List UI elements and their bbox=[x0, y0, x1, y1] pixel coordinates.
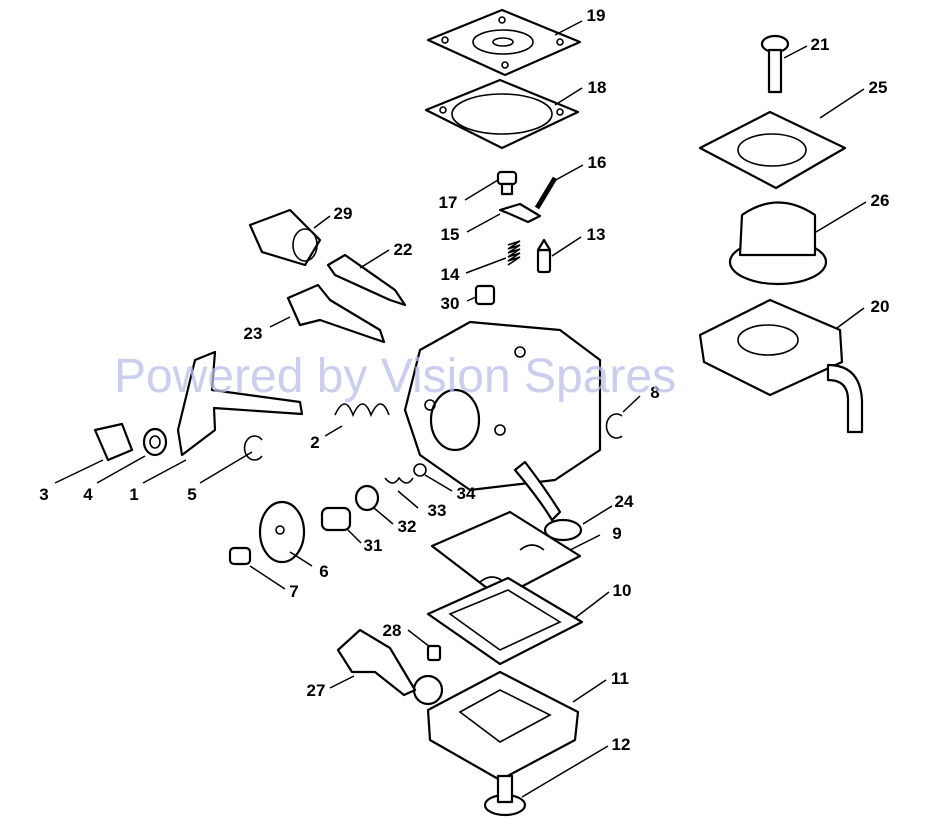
part-11-end-cover bbox=[412, 670, 580, 782]
part-7-screw bbox=[228, 546, 252, 566]
part-28-pin bbox=[426, 644, 442, 662]
callout-17: 17 bbox=[439, 193, 458, 212]
part-1-throttle-shaft bbox=[176, 350, 304, 457]
callout-24: 24 bbox=[615, 492, 634, 511]
callout-30: 30 bbox=[441, 294, 460, 313]
callout-4: 4 bbox=[83, 485, 93, 504]
callout-7: 7 bbox=[289, 582, 298, 601]
part-3-screw bbox=[93, 422, 134, 462]
callout-19: 19 bbox=[587, 6, 606, 25]
carburetor-body bbox=[403, 320, 602, 522]
part-32-o-ring bbox=[354, 484, 380, 512]
part-4-washer bbox=[142, 427, 168, 457]
callout-31: 31 bbox=[364, 536, 383, 555]
part-13-needle bbox=[536, 238, 552, 274]
callout-27: 27 bbox=[307, 681, 326, 700]
callout-2: 2 bbox=[310, 433, 319, 452]
callout-21: 21 bbox=[811, 35, 830, 54]
part-25-flange bbox=[698, 110, 847, 190]
part-31-plug bbox=[320, 506, 352, 532]
part-20-primer-housing bbox=[698, 298, 864, 434]
callout-18: 18 bbox=[588, 78, 607, 97]
callout-16: 16 bbox=[588, 153, 607, 172]
part-17-screw bbox=[496, 170, 518, 196]
part-14-spring bbox=[507, 240, 521, 266]
callout-29: 29 bbox=[334, 204, 353, 223]
part-26-primer-bulb bbox=[728, 201, 828, 286]
part-16-pin bbox=[534, 176, 558, 210]
part-15-lever bbox=[498, 202, 542, 224]
part-2-spring bbox=[334, 403, 390, 418]
watermark-text: Powered by Vision Spares bbox=[114, 350, 676, 403]
callout-11: 11 bbox=[611, 669, 629, 688]
callout-32: 32 bbox=[398, 517, 417, 536]
callout-22: 22 bbox=[394, 240, 413, 259]
part-22-adjusting-screw bbox=[326, 253, 407, 307]
callout-5: 5 bbox=[187, 485, 196, 504]
part-30-plug bbox=[474, 284, 496, 306]
part-24-screen bbox=[543, 518, 583, 542]
callout-13: 13 bbox=[587, 225, 606, 244]
callout-12: 12 bbox=[612, 735, 631, 754]
part-12-screw bbox=[483, 774, 527, 817]
part-23-adjusting-screw bbox=[286, 283, 386, 344]
callout-9: 9 bbox=[612, 524, 621, 543]
part-21-screw bbox=[760, 34, 790, 94]
callout-34: 34 bbox=[457, 484, 476, 503]
callout-28: 28 bbox=[383, 621, 402, 640]
callout-1: 1 bbox=[129, 485, 138, 504]
part-27-inlet-fitting bbox=[336, 628, 417, 697]
callout-3: 3 bbox=[39, 485, 48, 504]
callout-15: 15 bbox=[441, 225, 460, 244]
callout-26: 26 bbox=[871, 191, 890, 210]
callout-8: 8 bbox=[650, 383, 659, 402]
callout-14: 14 bbox=[441, 265, 460, 284]
part-5-clip bbox=[243, 435, 263, 461]
callout-23: 23 bbox=[244, 324, 263, 343]
part-19-metering-diaphragm bbox=[426, 8, 582, 77]
part-10-pump-diaphragm bbox=[426, 576, 584, 666]
callout-25: 25 bbox=[869, 78, 888, 97]
callout-6: 6 bbox=[319, 562, 328, 581]
part-6-cover bbox=[258, 500, 306, 564]
part-34-spring bbox=[413, 463, 427, 477]
part-18-gasket bbox=[424, 78, 580, 150]
part-29-limiter-cap bbox=[248, 208, 322, 267]
callout-10: 10 bbox=[613, 581, 632, 600]
callout-33: 33 bbox=[428, 501, 447, 520]
part-33-spring bbox=[384, 476, 414, 484]
callout-20: 20 bbox=[871, 297, 890, 316]
part-8-clip bbox=[605, 413, 623, 439]
